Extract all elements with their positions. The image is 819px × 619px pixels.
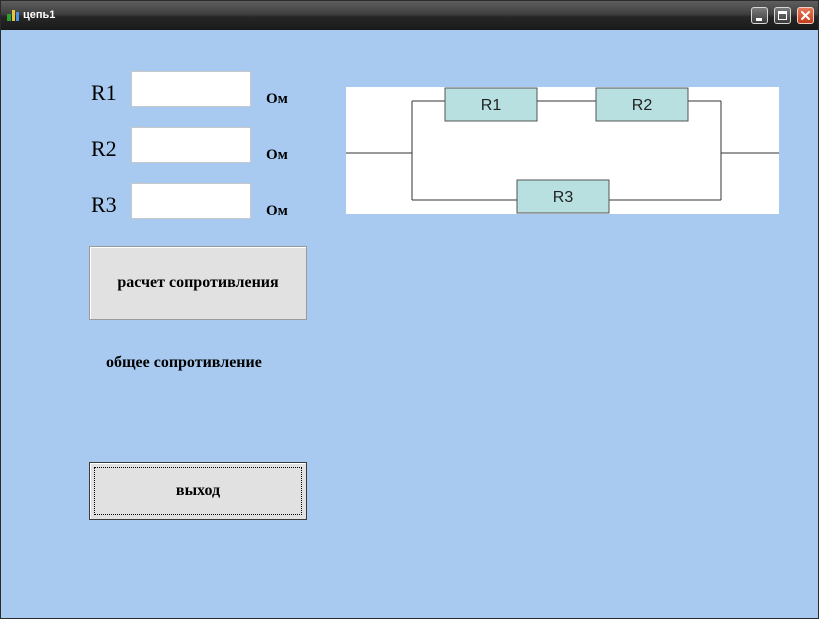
exit-button[interactable]: выход: [89, 462, 307, 520]
r3-unit: Ом: [266, 203, 288, 219]
r3-label: R3: [91, 192, 117, 217]
r1-label: R1: [91, 80, 117, 105]
calculate-resistance-button[interactable]: расчет сопротивления: [89, 246, 307, 320]
resistor-r2-label: R2: [632, 97, 653, 114]
resistor-r2: [595, 87, 689, 122]
title-bar[interactable]: цепь1: [1, 1, 818, 30]
r2-label: R2: [91, 136, 117, 161]
resistor-r1: [444, 87, 538, 122]
r1-unit: Ом: [266, 91, 288, 107]
total-resistance-label: общее сопротивление: [106, 354, 262, 371]
focus-rectangle: [94, 467, 302, 515]
resistor-r1-label: R1: [481, 97, 502, 114]
app-icon: [7, 10, 19, 21]
r3-input[interactable]: [131, 183, 251, 219]
maximize-button[interactable]: [774, 7, 791, 24]
close-icon: [801, 11, 810, 20]
r1-input[interactable]: [131, 71, 251, 107]
close-button[interactable]: [797, 7, 814, 24]
exit-button-label: выход: [175, 482, 221, 499]
resistor-r3: [516, 179, 610, 214]
window-title: цепь1: [23, 9, 56, 21]
circuit-diagram: R1 R2 R3: [346, 87, 779, 214]
r2-unit: Ом: [266, 147, 288, 163]
r2-input[interactable]: [131, 127, 251, 163]
minimize-button[interactable]: [751, 7, 768, 24]
circuit-wires: [346, 100, 779, 201]
resistor-r3-label: R3: [553, 189, 574, 206]
